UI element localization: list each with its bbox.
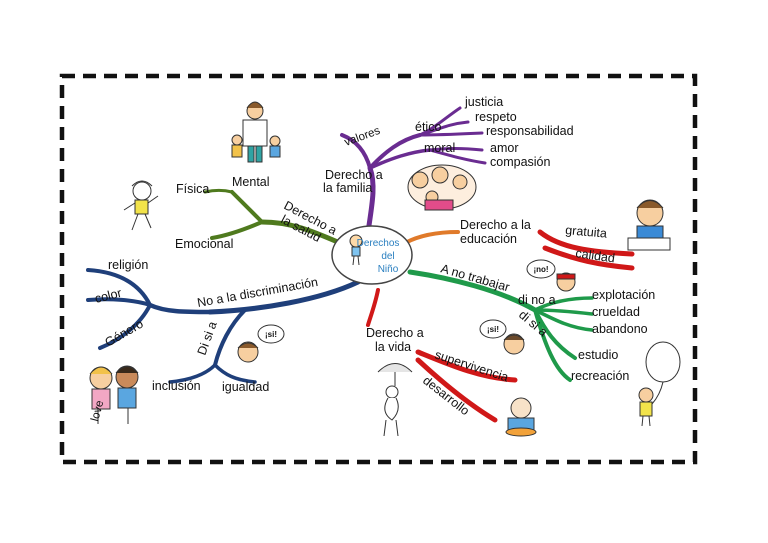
trabajo-estudio: estudio: [578, 348, 618, 362]
salud-mental: Mental: [232, 175, 270, 189]
educacion-title-line1: Derecho a la: [460, 218, 531, 232]
salud-fisica: Física: [176, 182, 209, 196]
branch-familia-lines: [340, 106, 487, 235]
doctor-illustration: [231, 101, 281, 163]
discriminacion-inclusion: inclusión: [152, 379, 201, 393]
branch-vida-lines: [366, 288, 518, 423]
reading-kid-illustration: [627, 199, 671, 251]
family-illustration: [407, 164, 477, 211]
vida-title-line1: Derecho a: [366, 326, 424, 340]
bubble-no-text: ¡no!: [533, 265, 548, 274]
trabajo-title: A no trabajar: [439, 261, 511, 294]
educacion-title-line2: educación: [460, 232, 517, 246]
familia-valores: valores: [343, 125, 382, 149]
familia-responsabilidad: responsabilidad: [486, 124, 574, 138]
salud-emocional: Emocional: [175, 237, 233, 251]
familia-respeto: respeto: [475, 110, 517, 124]
familia-moral: moral: [424, 141, 455, 155]
happy-kid-discriminacion-illustration: [237, 341, 259, 363]
bubble-si-text-1: ¡si!: [487, 325, 499, 334]
discriminacion-title: No a la discriminación: [196, 275, 319, 310]
discriminacion-religion: religión: [108, 258, 148, 272]
no-bubble: ¡no!: [526, 259, 556, 279]
branch-trabajo-lines: [407, 269, 594, 382]
familia-compasion: compasión: [490, 155, 550, 169]
discriminacion-color: color: [93, 286, 123, 306]
discriminacion-di-si-a: Di si a: [195, 320, 220, 357]
center-node: Derechos del Niño: [331, 225, 413, 285]
branch-salud-lines: [203, 189, 343, 246]
dashed-frame: [59, 73, 698, 465]
familia-amor: amor: [490, 141, 518, 155]
vida-supervivencia: supervivencia: [433, 348, 510, 385]
center-title-line2: del: [381, 251, 394, 262]
bubble-si-text-2: ¡si!: [265, 330, 277, 339]
branch-educacion-lines: [403, 230, 460, 245]
familia-etico: ético: [415, 120, 441, 134]
educacion-calidad: calidad: [575, 246, 616, 265]
discriminacion-igualdad: igualdad: [222, 380, 269, 394]
trabajo-recreacion: recreación: [571, 369, 629, 383]
center-title-line1: Derechos: [357, 238, 400, 249]
branch-educacion-sub: [537, 229, 635, 271]
si-bubble-trabajo: ¡si!: [479, 319, 507, 339]
familia-title-line2: la familia: [323, 181, 372, 195]
dancing-kid-illustration: [123, 180, 159, 231]
trabajo-explotacion: explotación: [592, 288, 655, 302]
vida-desarrollo: desarrollo: [420, 373, 472, 418]
trabajo-di-no-a: di no a: [518, 293, 556, 307]
sad-kid-illustration: [556, 272, 576, 292]
center-child-icon: [349, 234, 363, 266]
vida-title-line2: la vida: [375, 340, 411, 354]
branch-discriminacion-lines: [86, 268, 361, 384]
familia-title-line1: Derecho a: [325, 168, 383, 182]
trabajo-abandono: abandono: [592, 322, 648, 336]
happy-kid-trabajo-illustration: [503, 333, 525, 355]
balloon-kid-illustration: [638, 341, 681, 427]
baby-illustration: [505, 397, 537, 437]
si-bubble-discriminacion: ¡si!: [257, 324, 285, 344]
trabajo-di-si-a: di si a: [516, 308, 550, 340]
love-kids-illustration: [89, 365, 139, 424]
discriminacion-genero: Género: [103, 317, 146, 350]
woman-umbrella-illustration: [377, 363, 413, 437]
trabajo-crueldad: crueldad: [592, 305, 640, 319]
familia-justicia: justicia: [464, 95, 503, 109]
center-title-line3: Niño: [378, 264, 399, 275]
educacion-gratuita: gratuita: [565, 223, 608, 241]
love-text: love: [89, 399, 106, 422]
